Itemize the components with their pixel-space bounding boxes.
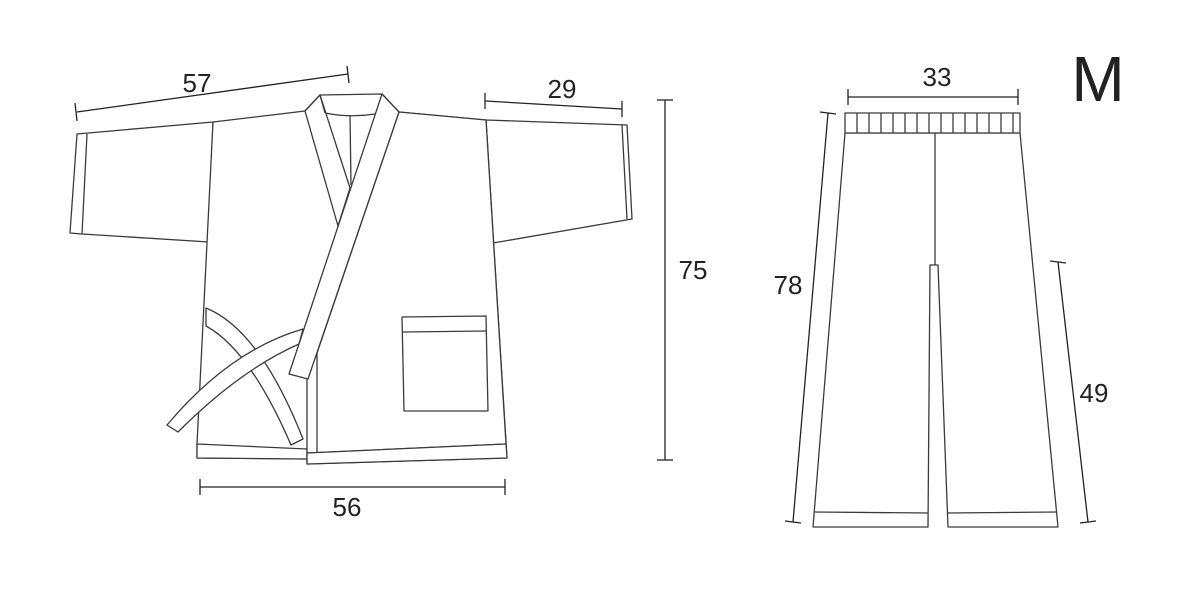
dimension-lines	[74, 65, 1097, 524]
jacket-drawing	[69, 93, 633, 465]
waistband	[844, 112, 1021, 134]
pants-waist-label: 33	[923, 62, 952, 92]
left-sleeve	[69, 121, 214, 243]
right-sleeve	[485, 119, 633, 244]
under-lapel	[304, 94, 351, 227]
tie-inner	[205, 307, 304, 446]
jacket-sleeve-width-label: 29	[548, 74, 577, 104]
jacket-width-label: 56	[333, 492, 362, 522]
size-label: M	[1071, 43, 1124, 115]
tie-outer	[166, 328, 304, 433]
pants-drawing	[812, 112, 1059, 528]
pants-body	[812, 132, 1059, 528]
hem-band-right	[306, 443, 508, 465]
pants-inseam-label: 49	[1080, 378, 1109, 408]
jacket-length-label: 75	[679, 255, 708, 285]
pocket	[401, 315, 489, 412]
pants-length-label: 78	[774, 270, 803, 300]
collar-band	[288, 93, 400, 380]
jacket-sleeve-length-label: 57	[183, 68, 212, 98]
